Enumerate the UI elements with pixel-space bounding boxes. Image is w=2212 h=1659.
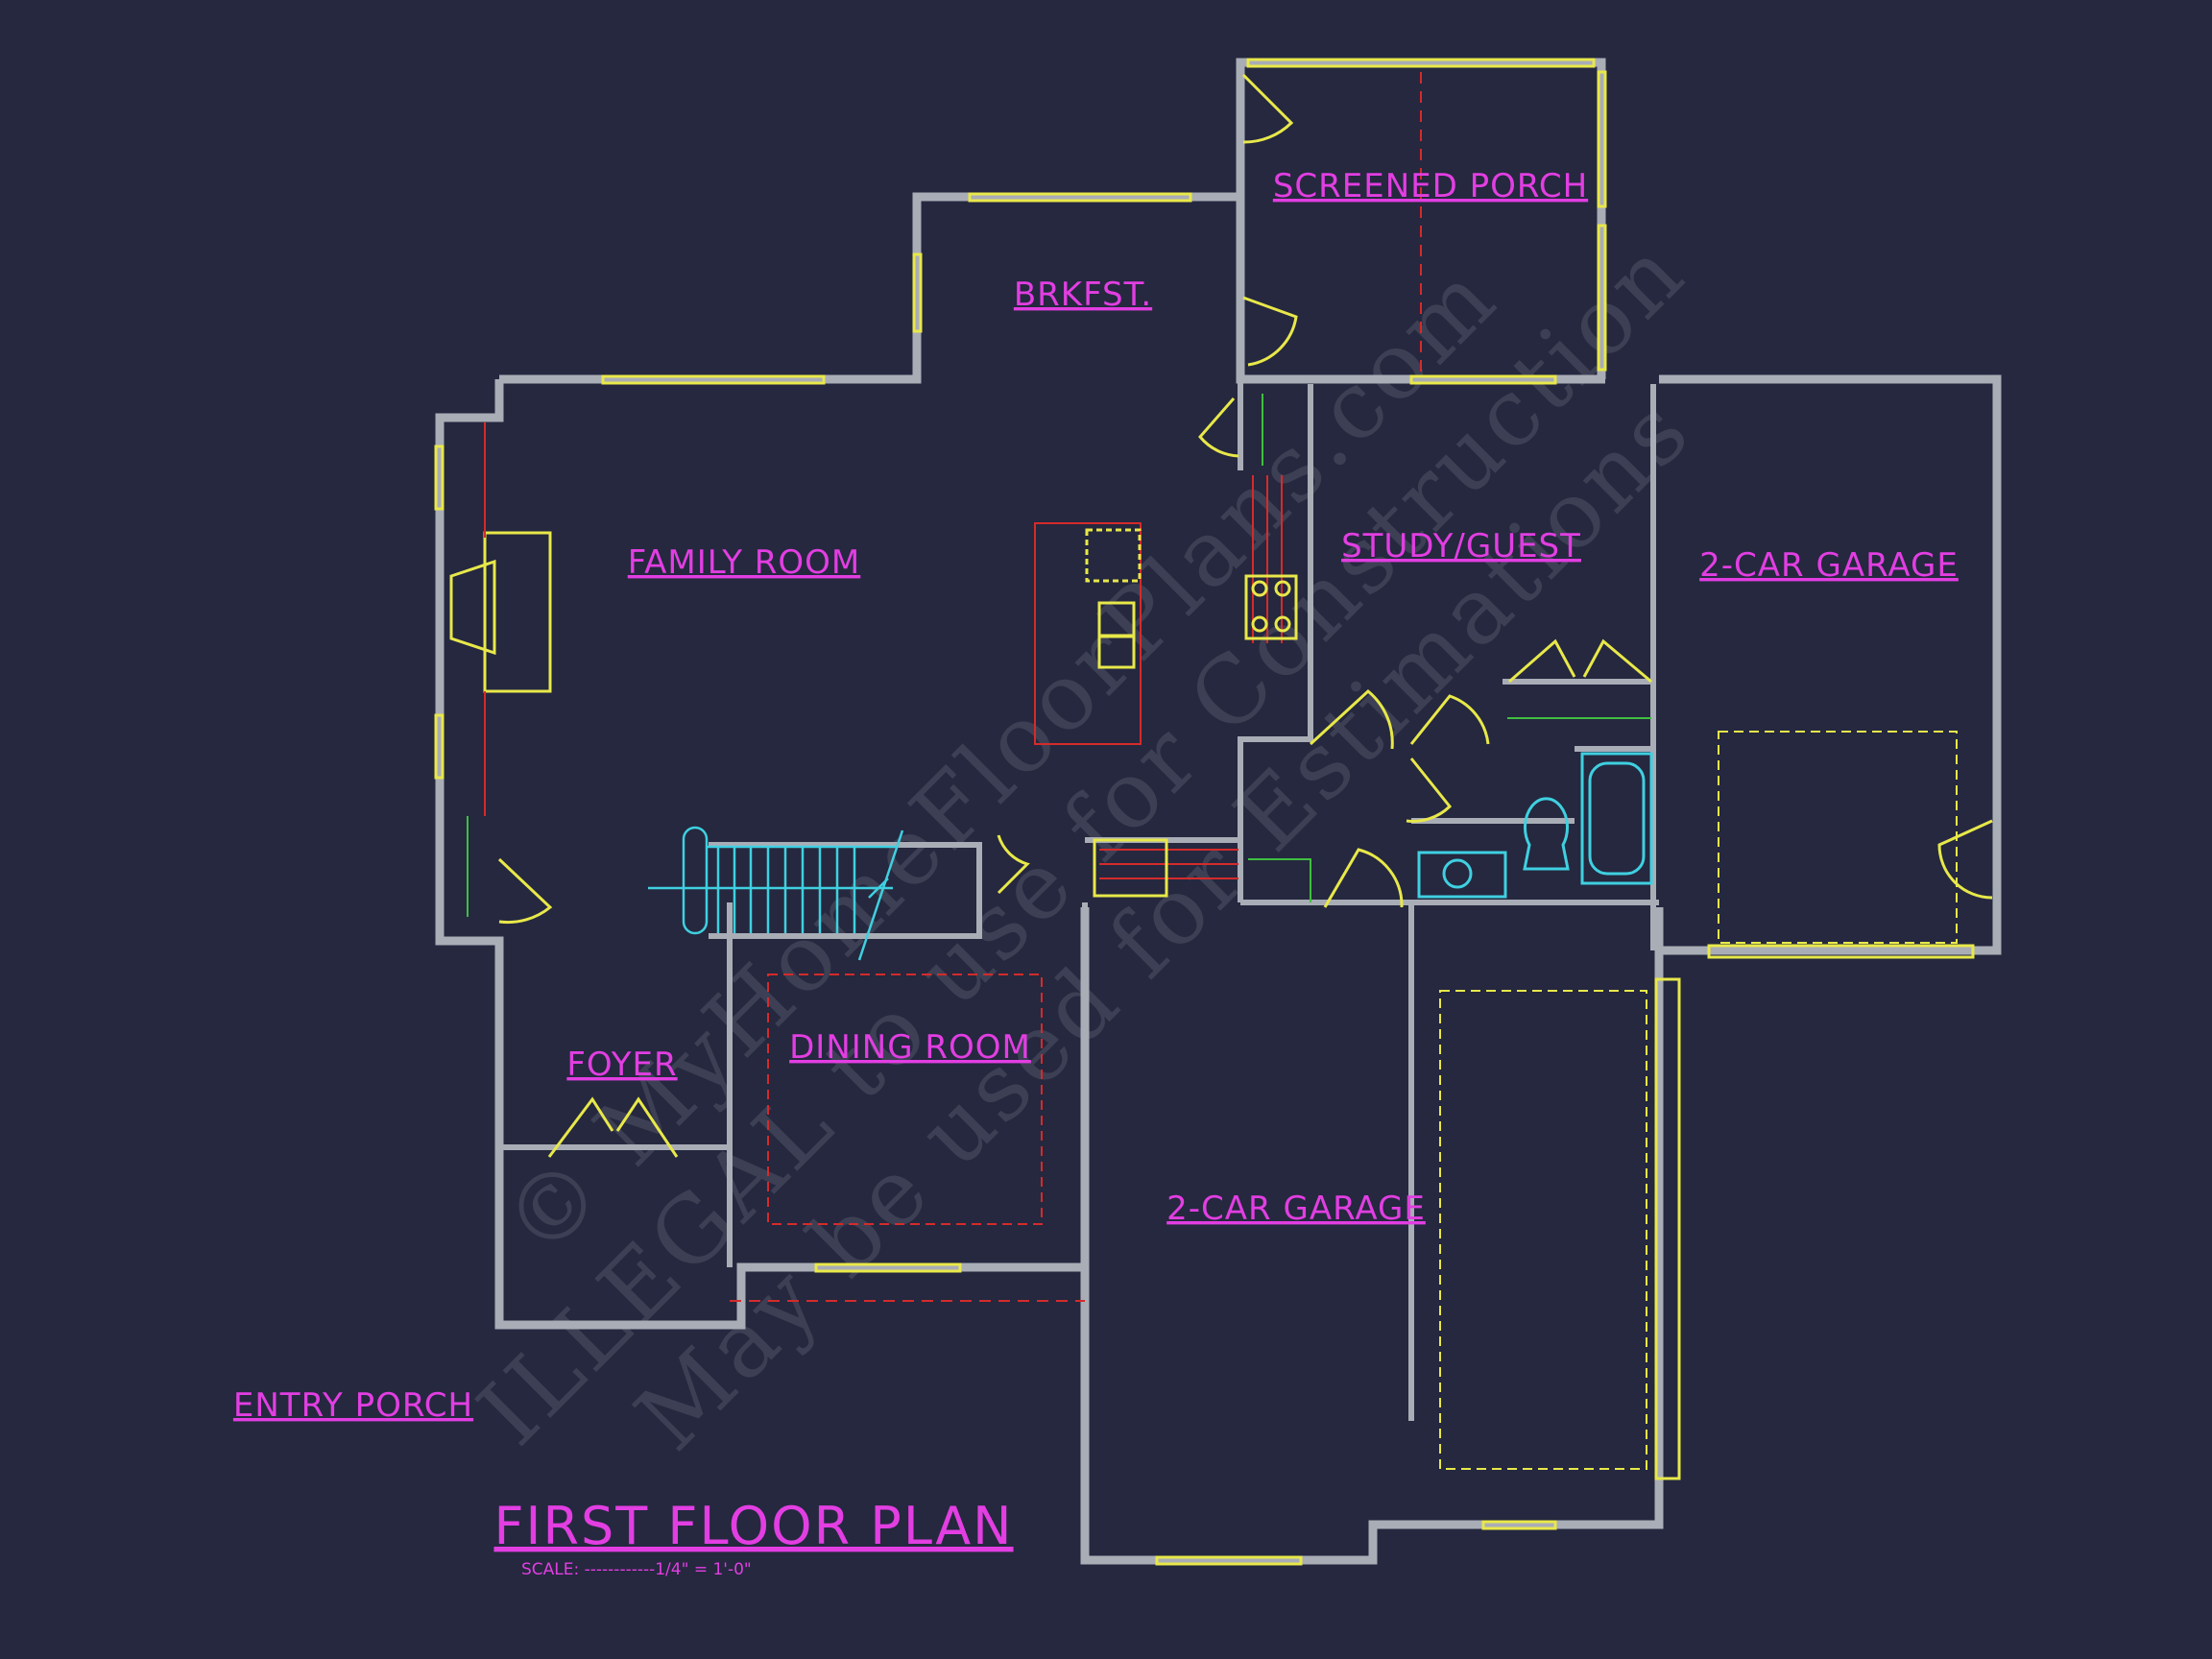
study-door-2 bbox=[1409, 694, 1490, 745]
study-door-1 bbox=[1309, 689, 1394, 750]
label-family-room: FAMILY ROOM bbox=[628, 543, 861, 582]
label-garage-right: 2-CAR GARAGE bbox=[1699, 546, 1959, 585]
pantry-door bbox=[1198, 397, 1239, 458]
breakfast-porch-door bbox=[1242, 296, 1298, 367]
garage-door-right bbox=[1707, 944, 1975, 959]
closet-double-door bbox=[1508, 638, 1652, 684]
bath-fixtures bbox=[1417, 752, 1653, 899]
laundry-door bbox=[1323, 848, 1404, 908]
window-family-west-1 bbox=[434, 445, 445, 511]
window-family-north bbox=[601, 374, 826, 385]
foyer-double-door bbox=[547, 1096, 679, 1158]
cooktop bbox=[1244, 574, 1298, 640]
fireplace-hearth bbox=[483, 531, 552, 693]
interior-walls bbox=[499, 382, 1659, 1421]
scale-note: SCALE: ------------1/4" = 1'-0" bbox=[521, 1560, 752, 1579]
window-porch-east-1 bbox=[1597, 70, 1607, 208]
toilet bbox=[1523, 797, 1570, 871]
garage-right-car-space bbox=[1718, 731, 1958, 944]
room-labels: SCREENED PORCH BRKFST. FAMILY ROOM STUDY… bbox=[233, 167, 1959, 1579]
window-porch-south bbox=[1409, 374, 1557, 385]
drawing-title: FIRST FLOOR PLAN bbox=[493, 1496, 1013, 1556]
desk-counter bbox=[1093, 838, 1168, 898]
label-foyer: FOYER bbox=[566, 1046, 677, 1084]
window-family-west-2 bbox=[434, 713, 445, 780]
bathtub bbox=[1580, 752, 1653, 885]
garage-front-car-space bbox=[1439, 990, 1647, 1470]
window-dining-south bbox=[814, 1262, 962, 1273]
bath-door bbox=[1406, 757, 1453, 823]
label-screened-porch: SCREENED PORCH bbox=[1273, 167, 1588, 205]
kitchen bbox=[1085, 528, 1298, 898]
garage-door-front bbox=[1654, 977, 1681, 1480]
window-garage-front-2 bbox=[1481, 1520, 1557, 1530]
red-lines bbox=[484, 72, 1422, 1302]
doors bbox=[497, 73, 1993, 925]
windows bbox=[434, 58, 1975, 1566]
window-porch-east-2 bbox=[1597, 224, 1607, 372]
window-breakfast-north bbox=[968, 192, 1192, 203]
label-garage-front: 2-CAR GARAGE bbox=[1166, 1190, 1426, 1228]
side-entry-door bbox=[497, 857, 553, 925]
vanity bbox=[1417, 851, 1507, 899]
exterior-walls bbox=[435, 58, 2002, 1565]
garage-entry-door bbox=[1937, 819, 1993, 900]
window-breakfast-west bbox=[912, 252, 923, 333]
stair-handrail bbox=[682, 826, 709, 935]
kitchen-island-outline bbox=[1034, 522, 1142, 745]
staircase bbox=[648, 826, 904, 961]
island-seat-2 bbox=[1097, 634, 1136, 669]
window-garage-front-1 bbox=[1155, 1555, 1303, 1566]
green-lines bbox=[467, 394, 1651, 917]
lavatory-sink bbox=[1442, 858, 1473, 889]
dining-ceiling-outline bbox=[767, 974, 1043, 1225]
island-sink bbox=[1085, 528, 1142, 583]
label-breakfast: BRKFST. bbox=[1014, 276, 1152, 314]
window-porch-north bbox=[1246, 58, 1596, 68]
powder-door bbox=[997, 834, 1030, 895]
label-dining-room: DINING ROOM bbox=[789, 1028, 1031, 1067]
garage-outlines bbox=[1439, 731, 1958, 1470]
porch-door bbox=[1241, 73, 1294, 144]
fireplace bbox=[449, 531, 552, 693]
fireplace-firebox bbox=[449, 559, 496, 656]
label-study-guest: STUDY/GUEST bbox=[1341, 527, 1581, 565]
bathtub-inner bbox=[1588, 761, 1646, 876]
label-entry-porch: ENTRY PORCH bbox=[233, 1386, 473, 1425]
